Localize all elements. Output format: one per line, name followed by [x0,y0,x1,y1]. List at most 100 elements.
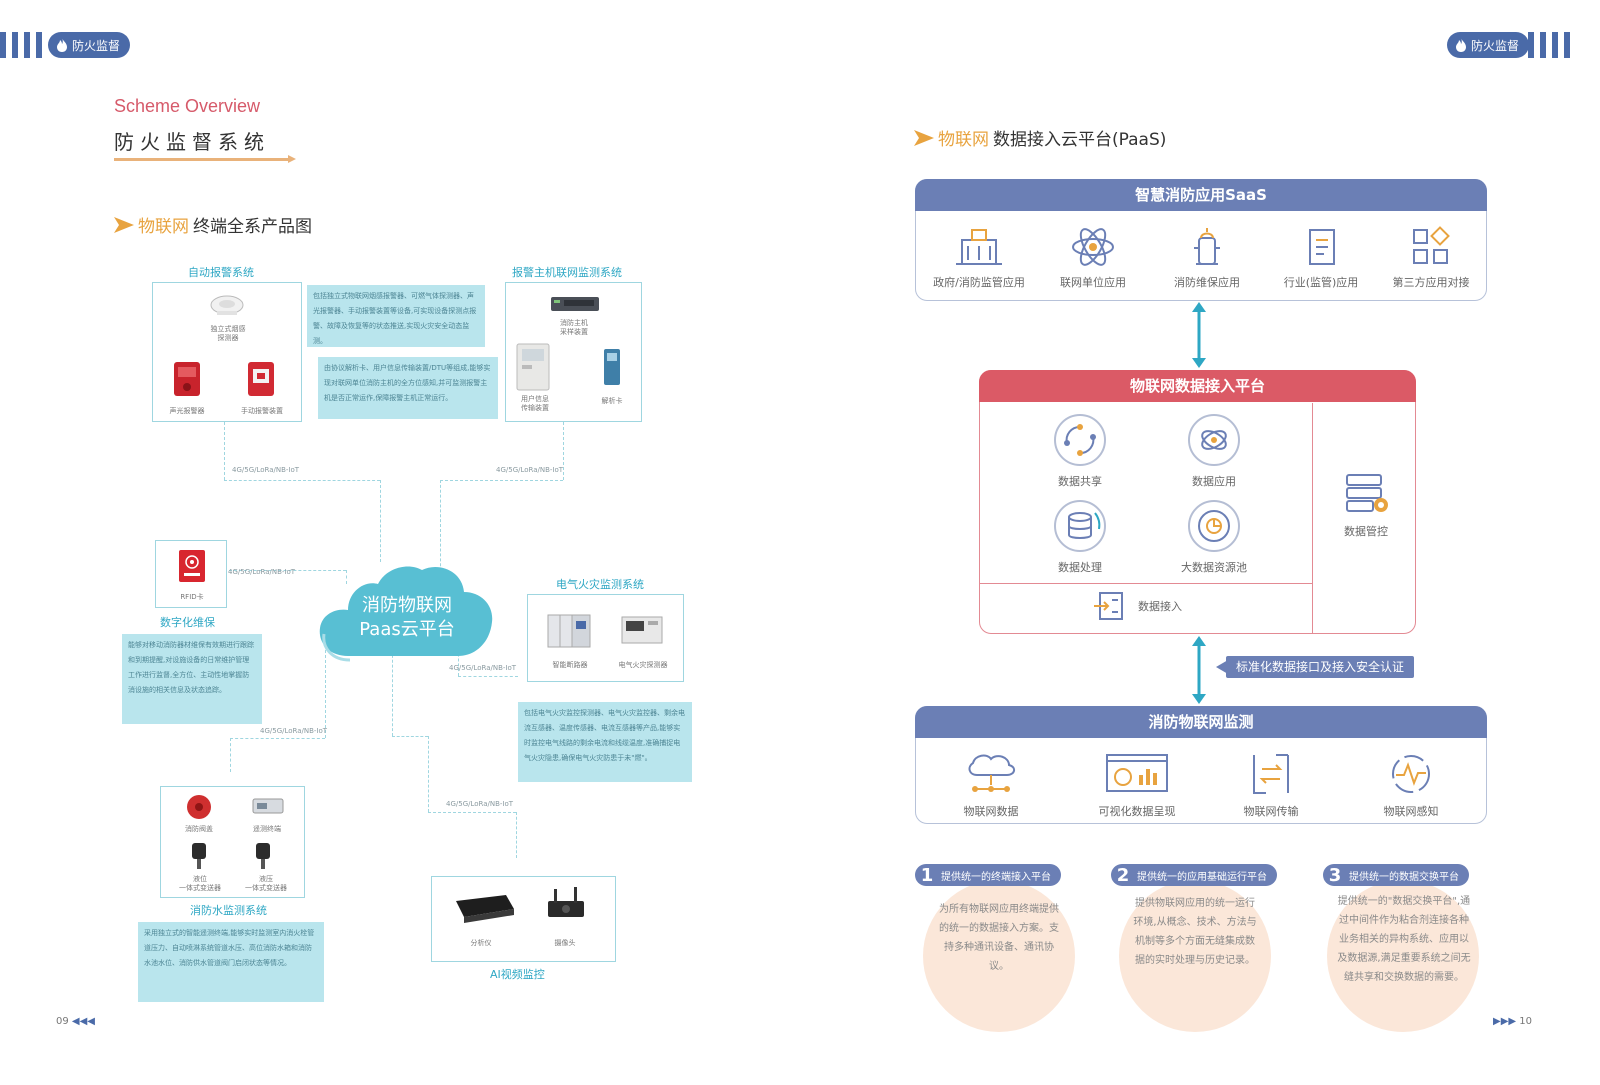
rfid-note: 能够对移动消防器材维保有效期进行跟踪和到期提醒,对设施设备的日常维护管理工作进行… [122,634,262,724]
server-gear-icon [1346,474,1388,512]
host-monitor-note: 由协议解析卡、用户信息传输装置/DTU等组成,能够实现对联网单位消防主机的全方位… [318,357,498,419]
sound-light-alarm-icon [174,362,200,396]
telemetry-terminal-icon [252,798,284,814]
badge-label: 防火监督 [1471,38,1520,53]
protocol-label: 4G/5G/LoRa/NB-IoT [449,664,517,672]
prev-arrows-icon: ◀◀◀ [71,1016,95,1027]
connector [224,480,380,481]
iot-monitor-panel: 消防物联网监测 物联网数据 可视化数据呈现 物联网传输 物联网感知 [915,706,1487,824]
feature-circle [923,880,1075,1032]
protocol-label: 4G/5G/LoRa/NB-IoT [228,568,296,576]
auto-alarm-note: 包括独立式物联网烟感报警器、可燃气体探测器、声光报警器、手动报警装置等设备,可实… [307,285,485,347]
left-stripes [0,32,42,58]
host-sampler-icon [551,297,599,311]
manual-alarm-icon [248,362,274,396]
iot-platform-panel: 物联网数据接入平台 数据共享 数据应用 数据处理 大数据资源池 数据接入 数据管… [979,370,1416,634]
share-cycle-icon [1054,414,1106,466]
apps-grid-icon [1413,226,1450,264]
cloud-label: 消防物联网 Paas云平台 [359,595,455,640]
protocol-label: 4G/5G/LoRa/NB-IoT [260,727,328,735]
header-badge-right: 防火监督 [1447,32,1530,58]
document-icon [1309,229,1335,265]
camera-icon [548,887,584,917]
protocol-label: 4G/5G/LoRa/NB-IoT [496,466,564,474]
parser-card-icon [604,349,620,385]
saas-item: 政府/消防监管应用 [924,226,1034,290]
rfid-title: 数字化维保 [160,616,215,629]
feature-circle [1327,880,1479,1032]
bidirectional-arrow-icon [1192,636,1206,704]
connector [230,738,231,772]
flame-icon [57,38,67,52]
database-icon [1054,500,1106,552]
connector [392,736,428,737]
monitor-item: 物联网传输 [1216,751,1326,819]
protocol-label: 4G/5G/LoRa/NB-IoT [446,800,514,808]
page-number-left: 09 ◀◀◀ [56,1016,95,1027]
connector [428,736,429,812]
divider [980,583,1312,584]
water-title: 消防水监测系统 [190,904,267,917]
connector [380,480,381,562]
connector [440,480,563,481]
ai-video-title: AI视频监控 [490,968,545,981]
arrow-icon [914,129,934,146]
monitor-item: 物联网数据 [936,751,1046,819]
cloud-network-icon [968,754,1015,792]
connector [224,422,225,480]
pointer-icon [1216,660,1228,674]
right-section-title: 物联网数据接入云平台(PaaS) [914,125,1166,150]
platform-item: 数据处理 [1030,499,1130,575]
divider [1312,403,1313,633]
fire-hydrant-icon [1194,228,1220,265]
data-app-icon [1188,414,1240,466]
connector [458,644,459,676]
cloud-platform-icon [319,566,493,662]
arrow-icon [114,216,134,233]
saas-item: 联网单位应用 [1038,226,1148,290]
data-access-row: 数据接入 [1092,591,1182,621]
protocol-label: 4G/5G/LoRa/NB-IoT [232,466,300,474]
connector [230,738,325,739]
saas-panel: 智慧消防应用SaaS 政府/消防监管应用 联网单位应用 消防维保应用 行业(监管… [915,179,1487,301]
monitor-item: 可视化数据呈现 [1072,751,1202,819]
header-badge-left: 防火监督 [48,32,131,58]
water-note: 采用独立式的智能遥测终端,能够实时监测室内消火栓管道压力、自动喷淋系统管道水压、… [138,922,324,1002]
connector [392,650,393,736]
level-transmitter-icon [192,843,206,869]
auto-alarm-box: 独立式烟感 探测器 声光报警器 手动报警装置 [152,282,302,422]
connector [440,480,441,576]
electric-detector-icon [621,616,663,644]
analyzer-icon [456,895,514,923]
right-stripes [1528,32,1570,58]
smoke-detector-icon [210,295,244,315]
host-monitor-title: 报警主机联网监测系统 [512,266,622,279]
data-manage-item: 数据管控 [1316,471,1416,539]
rfid-tag-icon [179,550,205,582]
connector [458,676,518,677]
smart-breaker-icon [547,614,591,648]
atom-icon [1072,228,1114,266]
platform-item: 数据应用 [1164,413,1264,489]
scheme-title-en: Scheme Overview [114,96,261,116]
connector [563,422,564,480]
interface-label: 标准化数据接口及接入安全认证 [1226,656,1415,678]
platform-item: 大数据资源池 [1150,499,1278,575]
pressure-transmitter-icon [256,843,270,869]
ai-video-box: 分析仪 摄像头 [431,876,616,962]
iot-monitor-title: 消防物联网监测 [915,706,1487,738]
flame-icon [1456,38,1466,52]
user-transmission-icon [516,343,550,391]
title-underline [114,155,296,163]
connector [516,812,517,858]
host-monitor-box: 消防主机 采样装置 用户信息 传输装置 解析卡 [505,282,642,422]
saas-item: 行业(监管)应用 [1266,226,1376,290]
feature-circle [1119,880,1271,1032]
left-section-title: 物联网终端全系产品图 [114,212,312,237]
